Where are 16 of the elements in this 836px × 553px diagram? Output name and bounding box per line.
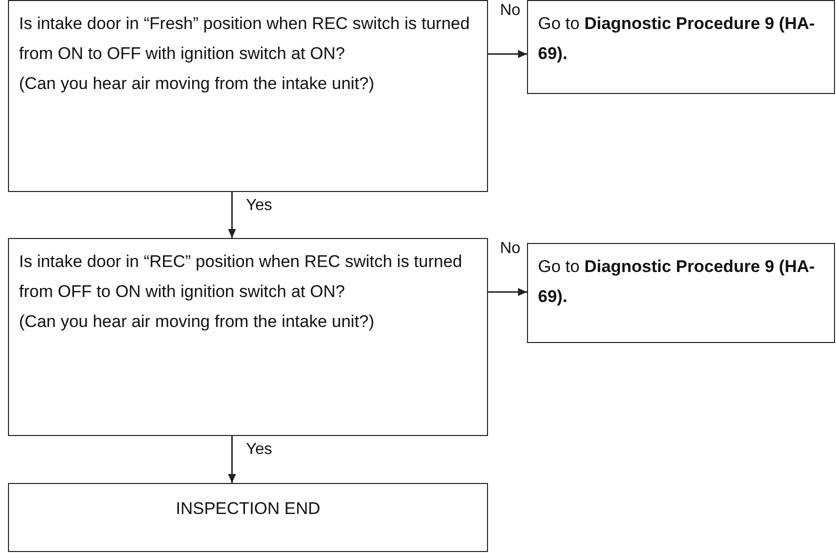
arrow — [488, 288, 527, 296]
arrow — [488, 50, 527, 58]
arrow — [228, 192, 236, 238]
process-box — [527, 0, 835, 94]
box-text: (Can you hear air moving from the intake unit?) — [19, 73, 376, 95]
box-text: Is intake door in “Fresh” position when REC switch is turned from ON to OFF with ignition switch at ON? — [19, 13, 471, 65]
end-label: INSPECTION END — [174, 498, 322, 520]
process-box — [8, 483, 488, 552]
box-text: Is intake door in “REC” position when REC switch is turned from OFF to ON with ignition switch at ON? — [19, 251, 464, 303]
process-box — [8, 0, 488, 192]
box-text: Go to Diagnostic Procedure 9 (HA-69). — [538, 13, 816, 65]
arrow — [228, 436, 236, 483]
box-text: (Can you hear air moving from the intake unit?) — [19, 311, 376, 333]
box-text: Go to Diagnostic Procedure 9 (HA-69). — [538, 256, 816, 308]
process-box — [527, 243, 835, 343]
process-box — [8, 238, 488, 436]
